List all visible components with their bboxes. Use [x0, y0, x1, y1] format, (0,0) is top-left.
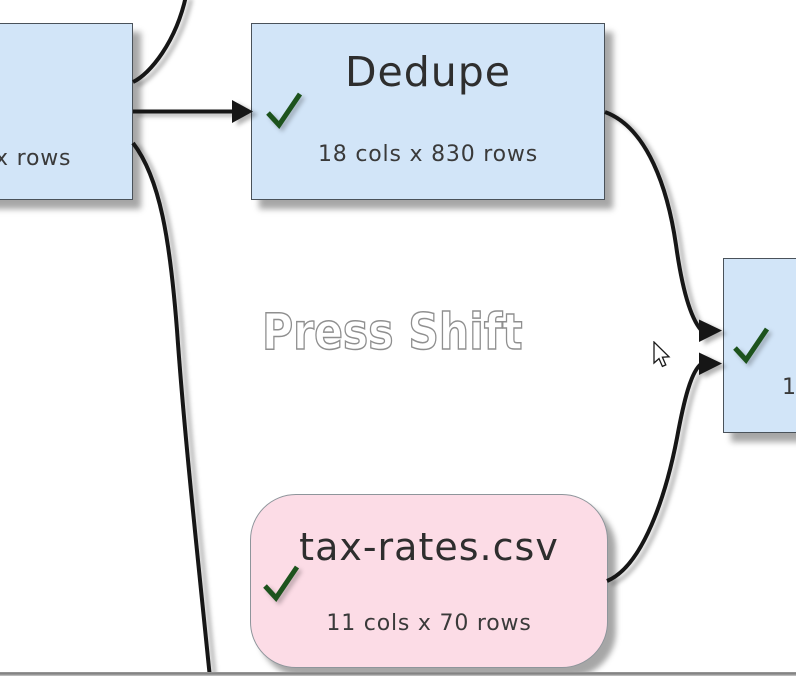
node-stats: 1	[782, 375, 796, 400]
node-right-partial[interactable]: 1	[723, 258, 796, 433]
arrowhead-icon[interactable]	[699, 352, 722, 376]
node-title: Dedupe	[344, 48, 512, 96]
arrowhead-icon[interactable]	[232, 100, 253, 123]
check-icon	[733, 327, 770, 365]
canvas-bottom-edge	[0, 672, 796, 676]
node-dedupe[interactable]: Dedupe 18 cols x 830 rows	[251, 23, 605, 200]
connector-left-to-top[interactable]	[132, 0, 188, 84]
node-tax-rates[interactable]: tax-rates.csv 11 cols x 70 rows	[250, 494, 608, 668]
watermark-hint: Press Shift	[261, 302, 523, 362]
node-left-partial[interactable]: x rows	[0, 23, 133, 200]
mouse-cursor-icon	[653, 341, 671, 368]
connector-left-to-bottom[interactable]	[131, 141, 212, 676]
check-icon	[266, 92, 303, 130]
connector-taxrates-to-right[interactable]	[606, 362, 703, 583]
check-icon	[263, 565, 300, 603]
node-stats: 11 cols x 70 rows	[326, 611, 532, 636]
node-stats: 18 cols x 830 rows	[318, 142, 538, 167]
connector-dedupe-to-right[interactable]	[604, 110, 703, 332]
node-stats: x rows	[0, 146, 72, 171]
arrowhead-icon[interactable]	[699, 319, 722, 343]
node-title: tax-rates.csv	[299, 525, 559, 569]
